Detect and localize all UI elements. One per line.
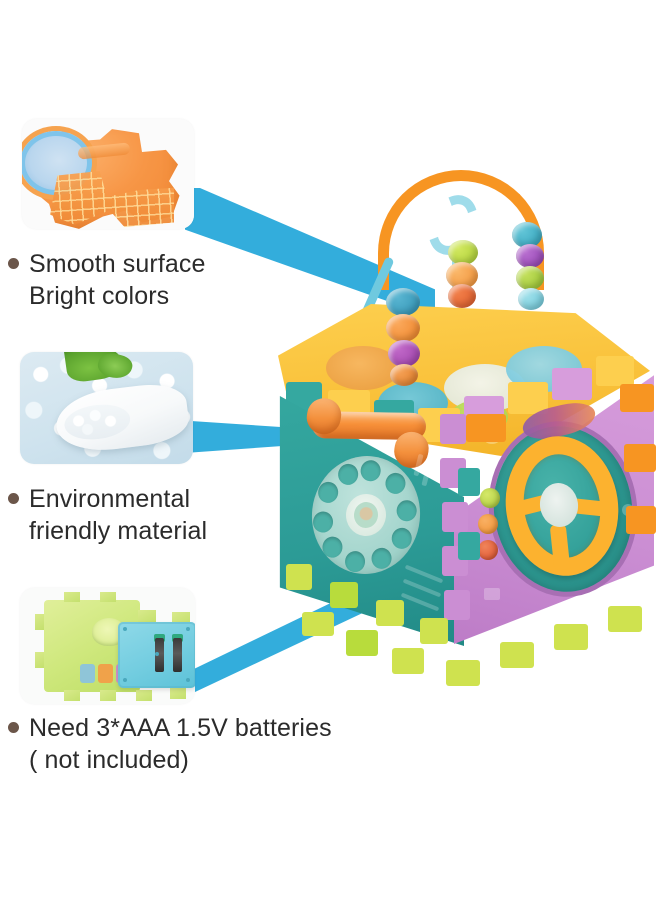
sound-button-green[interactable] [480,488,500,508]
bottom-tab-block [446,660,480,686]
feature-label-batteries: Need 3*AAA 1.5V batteries ( not included… [29,714,332,774]
bead-purple-front[interactable] [388,340,420,367]
feature-item-smooth-surface: Smooth surface Bright colors [8,248,206,312]
emboss-triangle [484,588,500,600]
bullet-point-icon [8,722,19,733]
bead-purple[interactable] [516,244,544,268]
gear-orange [326,346,400,390]
tab-block [624,444,656,472]
bottom-tab-block [302,612,334,636]
sound-button-red[interactable] [478,540,498,560]
bottom-tab-block [392,648,424,674]
orange-tile-photo [22,119,194,229]
feature-item-batteries: Need 3*AAA 1.5V batteries ( not included… [8,712,332,776]
tab-block [508,382,548,414]
bead-cyan-low[interactable] [518,288,544,310]
feature-thumbnail-smooth-surface [22,119,194,229]
bead-blue-front[interactable] [386,288,420,316]
feature-thumbnail-batteries [20,588,195,704]
tab-block [458,532,480,560]
bottom-tab-block [608,606,642,632]
tab-block [626,506,656,534]
bead-teal-top[interactable] [512,222,542,248]
bottom-tab-block [286,564,312,590]
tab-block [552,368,592,400]
battery-panel-photo [20,588,195,704]
battery-compartment [118,622,195,688]
resin-pellets-photo [20,352,193,464]
bead-orange-base[interactable] [390,364,418,386]
tab-block [620,384,654,412]
bullet-point-icon [8,493,19,504]
tab-block [596,356,634,386]
tab-block [466,414,506,442]
bead-orange-front[interactable] [386,314,420,342]
sound-button-orange[interactable] [478,514,498,534]
bottom-tab-block [346,630,378,656]
product-photo-activity-cube [268,168,660,728]
feature-label-smooth-surface: Smooth surface Bright colors [29,250,206,310]
feature-thumbnail-material [20,352,193,464]
bead-lime[interactable] [516,266,544,290]
feature-label-environmental-material: Environmental friendly material [29,485,208,545]
tab-block [458,468,480,496]
bottom-tab-block [330,582,358,608]
seam-tab [442,502,468,532]
bead-lime-mid[interactable] [448,240,478,265]
seam-tab [440,414,466,444]
bottom-tab-block [420,618,448,644]
feature-item-environmental-material: Environmental friendly material [8,483,207,547]
bead-red-mid[interactable] [448,284,476,308]
bottom-tab-block [500,642,534,668]
seam-tab [444,590,470,620]
bottom-tab-block [554,624,588,650]
bullet-point-icon [8,258,19,269]
bottom-tab-block [376,600,404,626]
